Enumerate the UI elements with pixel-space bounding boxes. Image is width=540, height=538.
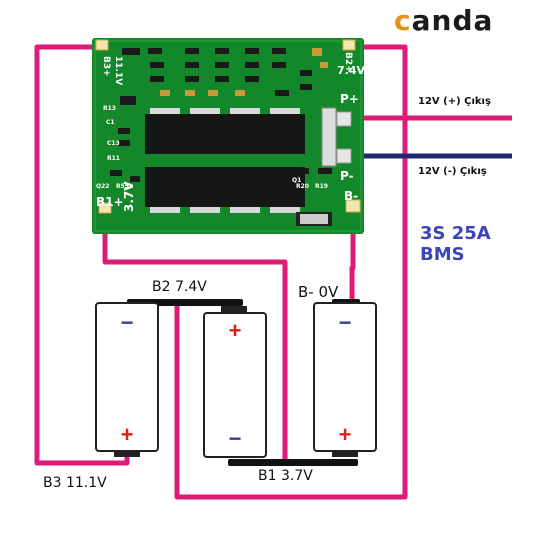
silk-pminus: P- <box>340 169 354 183</box>
silk-r19: R19 <box>315 183 328 190</box>
battery-b1-minus: − <box>339 310 352 335</box>
silk-pplus: P+ <box>340 92 359 106</box>
wire-b3-label: B3 11.1V <box>43 475 107 491</box>
smd-parts <box>110 48 332 182</box>
silk-b2: B2+ <box>343 52 353 73</box>
diagram-title: 3S 25A BMS <box>420 223 491 265</box>
silk-r20: R20 <box>296 183 309 190</box>
silk-c13: C13 <box>107 140 120 147</box>
output-negative-label: 12V (-) Çıkış <box>418 166 487 177</box>
pad-pminus <box>336 148 352 164</box>
output-connector <box>321 107 337 167</box>
pad-pplus <box>336 111 352 127</box>
silk-q22: Q22 <box>96 183 109 190</box>
brand-logo: canda <box>394 4 493 37</box>
pad-b1 <box>98 202 112 214</box>
silk-c1: C1 <box>106 119 115 126</box>
battery-b3-minus: − <box>121 310 134 335</box>
mosfet-row-bottom <box>145 167 305 213</box>
battery-b1: − + <box>313 302 377 457</box>
wire-b2 <box>174 44 408 500</box>
battery-b1-plus: + <box>339 422 352 447</box>
mosfet-row-top <box>145 108 305 154</box>
output-positive-label: 12V (+) Çıkış <box>418 96 491 107</box>
battery-b2: + − <box>203 306 267 458</box>
pcb-highlight <box>94 40 362 232</box>
battery-b2-plus: + <box>229 318 242 343</box>
bus-bar-bottom <box>228 459 358 466</box>
silk-b3: B3+ <box>101 56 111 77</box>
silk-r13: R13 <box>103 105 116 112</box>
brand-logo-prefix: c <box>394 4 412 37</box>
silk-b1: B1+ <box>96 195 124 209</box>
wire-b2-label: B2 7.4V <box>152 279 207 295</box>
pad-bminus <box>345 199 361 213</box>
wire-bminus-label: B- 0V <box>298 283 339 301</box>
pad-b2 <box>342 39 356 51</box>
silk-b1v: 3.7V <box>122 181 136 212</box>
wire-b3 <box>34 44 130 466</box>
silk-q1: Q1 <box>292 177 301 184</box>
battery-b3: − + <box>95 302 159 457</box>
smd-caps <box>160 48 328 96</box>
silk-r11: R11 <box>107 155 120 162</box>
brand-logo-text: anda <box>411 4 494 37</box>
battery-b2-minus: − <box>229 426 242 451</box>
bms-board: B3+ 11.1V B2+ 7.4V P+ P- B- B1+ 3.7V R13… <box>92 38 365 234</box>
pad-b3 <box>95 39 109 51</box>
wire-b1-label: B1 3.7V <box>258 468 313 484</box>
silk-b3v: 11.1V <box>113 56 123 85</box>
silk-bminus: B- <box>344 189 358 203</box>
battery-b3-plus: + <box>121 422 134 447</box>
silk-r55: R55 <box>116 183 129 190</box>
silk-b2v: 7.4V <box>337 64 365 77</box>
